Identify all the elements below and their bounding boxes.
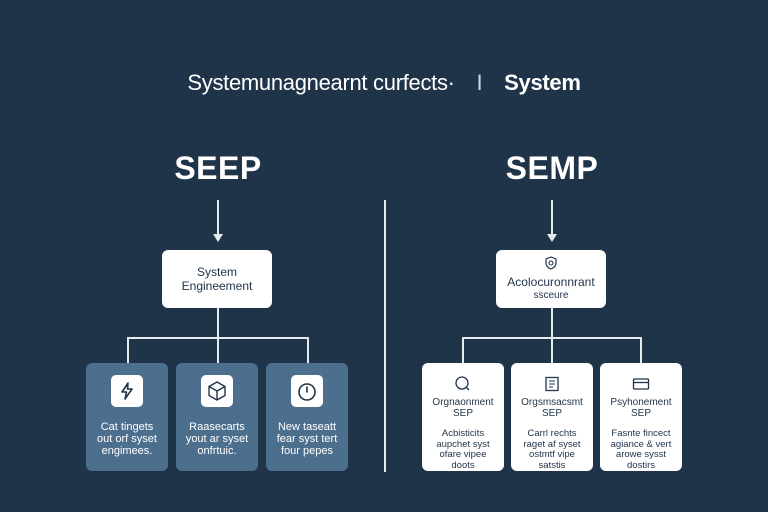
right-top-box: Acolocuronnrant ssceure: [496, 250, 606, 308]
right-card-2-line: ostmtf vipe: [529, 449, 575, 460]
left-card-2-line: onfrtuic.: [197, 445, 237, 457]
center-divider: [384, 200, 386, 472]
left-card-2: Raasecarts yout ar syset onfrtuic.: [176, 363, 258, 471]
left-card-3: New taseatt fear syst tert four pepes: [266, 363, 348, 471]
right-connector-drop-1: [462, 337, 464, 364]
left-title: SEEP: [174, 150, 262, 186]
right-connector-stem: [551, 308, 553, 338]
right-card-1-line: aupchet syst: [436, 438, 490, 450]
left-top-box-line2: Engineement: [181, 279, 253, 293]
right-card-3-line: Fasnte fincect: [611, 428, 671, 439]
left-card-1-line: Cat tingets: [100, 421, 154, 433]
left-top-box-line1: System: [196, 265, 237, 279]
right-card-3: Psyhonement SEP Fasnte fincect agiance &…: [600, 363, 682, 471]
right-connector-drop-3: [640, 337, 642, 364]
left-card-3-line: New taseatt: [277, 421, 337, 433]
header-right-text: System: [504, 70, 581, 95]
chat-bubble-icon: [454, 375, 472, 393]
right-card-3-line: arowe sysst: [615, 449, 667, 460]
right-arrow-shaft: [551, 200, 553, 234]
left-connector-stem: [217, 308, 219, 338]
right-arrow-head: [547, 234, 557, 242]
left-arrow-shaft: [217, 200, 219, 234]
right-card-3-line: agiance & vert: [610, 438, 672, 450]
lightning-icon: [111, 375, 143, 407]
gear-shield-icon: [543, 255, 559, 273]
header-separator: I: [476, 70, 483, 95]
card-icon: [632, 375, 650, 393]
right-card-1: Orgnaonment SEP Acbisticits aupchet syst…: [422, 363, 504, 471]
left-card-2-line: Raasecarts: [189, 421, 245, 433]
right-card-3-label: Psyhonement: [610, 397, 672, 408]
right-card-3-line: dostirs: [627, 459, 655, 471]
timer-icon: [291, 375, 323, 407]
left-card-1-line: out orf syset: [97, 433, 157, 445]
left-card-2-line: yout ar syset: [185, 433, 249, 445]
left-connector-drop-1: [127, 337, 129, 364]
page-header: Systemunagnearnt curfects· I System: [0, 70, 768, 96]
right-card-2-line: satstis: [538, 459, 566, 471]
right-card-2-line: Carrl rechts: [527, 428, 577, 439]
header-left-text: Systemunagnearnt curfects·: [187, 70, 455, 95]
left-arrow-head: [213, 234, 223, 242]
right-card-2-label: SEP: [541, 408, 562, 419]
right-card-1-label: SEP: [452, 408, 473, 419]
right-top-box-line1: Acolocuronnrant: [507, 274, 595, 289]
right-card-2: Orgsmsacsmt SEP Carrl rechts raget af sy…: [511, 363, 593, 471]
left-connector-drop-3: [307, 337, 309, 364]
right-card-3-label: SEP: [630, 408, 651, 419]
right-top-box-line2: ssceure: [533, 289, 569, 301]
left-card-1: Cat tingets out orf syset engimees.: [86, 363, 168, 471]
left-card-3-line: fear syst tert: [276, 433, 338, 445]
left-card-3-line: four pepes: [281, 445, 333, 457]
right-card-1-label: Orgnaonment: [432, 397, 494, 408]
left-connector-drop-2: [217, 337, 219, 364]
document-icon: [543, 375, 561, 393]
right-card-1-line: Acbisticits: [441, 428, 485, 439]
right-card-1-line: doots: [451, 459, 475, 471]
left-top-box: System Engineement: [162, 250, 272, 308]
right-card-1-line: ofare vipee: [439, 449, 487, 460]
right-connector-drop-2: [551, 337, 553, 364]
left-card-1-line: engimees.: [101, 445, 153, 457]
right-card-2-label: Orgsmsacsmt: [521, 397, 583, 408]
right-card-2-line: raget af syset: [523, 438, 581, 450]
right-title: SEMP: [505, 150, 599, 186]
cube-icon: [201, 375, 233, 407]
